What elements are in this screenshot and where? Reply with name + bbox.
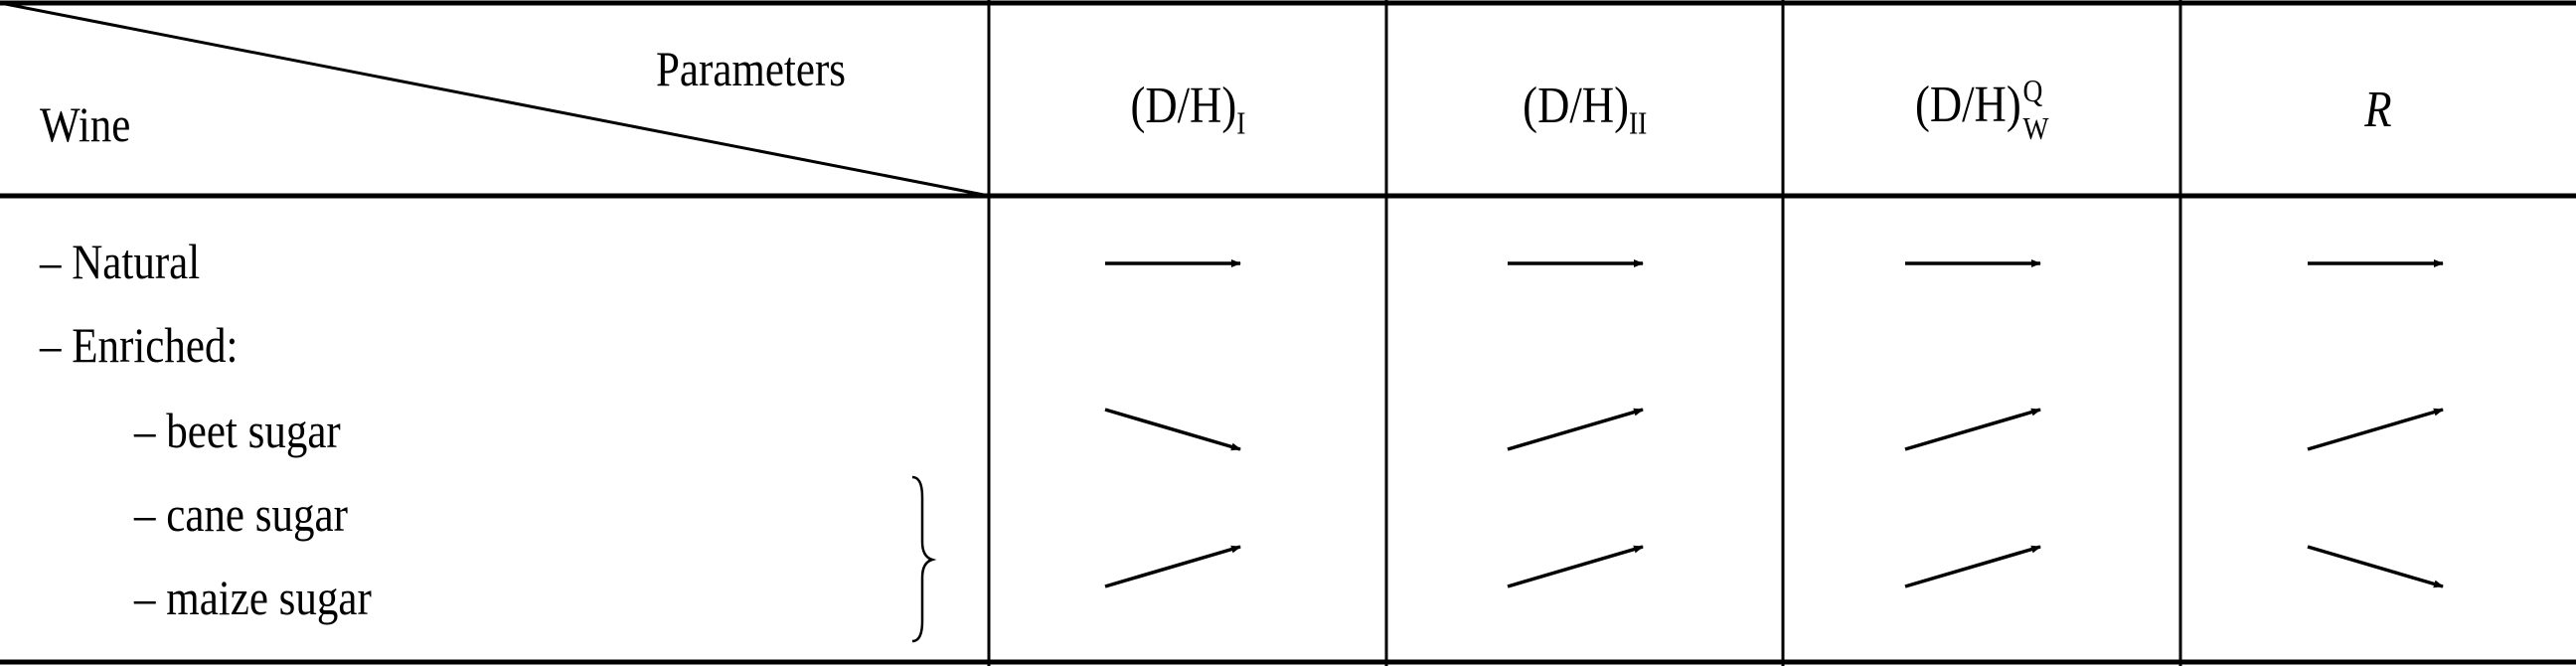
column-header-dh-ii: (D/H)II <box>1386 70 1783 149</box>
column-header-r: R <box>2180 70 2576 149</box>
arrow-down-right-icon <box>2307 545 2444 588</box>
row-label-natural: – Natural <box>40 234 201 289</box>
column-header-base: (D/H) <box>1914 76 2021 133</box>
corner-header-parameters: Parameters <box>656 41 847 96</box>
column-header-subscript: II <box>1628 104 1648 141</box>
arrow-down-right-icon <box>1104 408 1241 451</box>
column-header-superscript: Q <box>2022 73 2043 108</box>
row-label-enriched: – Enriched: <box>40 317 239 373</box>
arrow-up-right-icon <box>2307 408 2444 451</box>
corner-header-wine: Wine <box>40 96 131 152</box>
arrow-up-right-icon <box>1104 545 1241 588</box>
brace-icon <box>911 475 937 643</box>
column-header-subscript: I <box>1235 104 1245 141</box>
row-label-beet-sugar: – beet sugar <box>134 403 341 458</box>
column-header-base: (D/H) <box>1522 78 1629 135</box>
row-label-cane-sugar: – cane sugar <box>134 486 348 542</box>
column-header-base: (D/H) <box>1130 78 1236 135</box>
diagonal-divider <box>0 1 990 198</box>
column-header-dh-i: (D/H)I <box>989 70 1386 149</box>
column-header-subscript: W <box>2022 110 2049 146</box>
arrow-up-right-icon <box>1904 408 2041 451</box>
arrow-up-right-icon <box>1507 545 1644 588</box>
row-label-maize-sugar: – maize sugar <box>134 570 372 625</box>
arrow-group <box>1104 259 2444 588</box>
column-header-base: R <box>2364 81 2392 138</box>
arrow-up-right-icon <box>1507 408 1644 451</box>
arrow-up-right-icon <box>1904 545 2041 588</box>
